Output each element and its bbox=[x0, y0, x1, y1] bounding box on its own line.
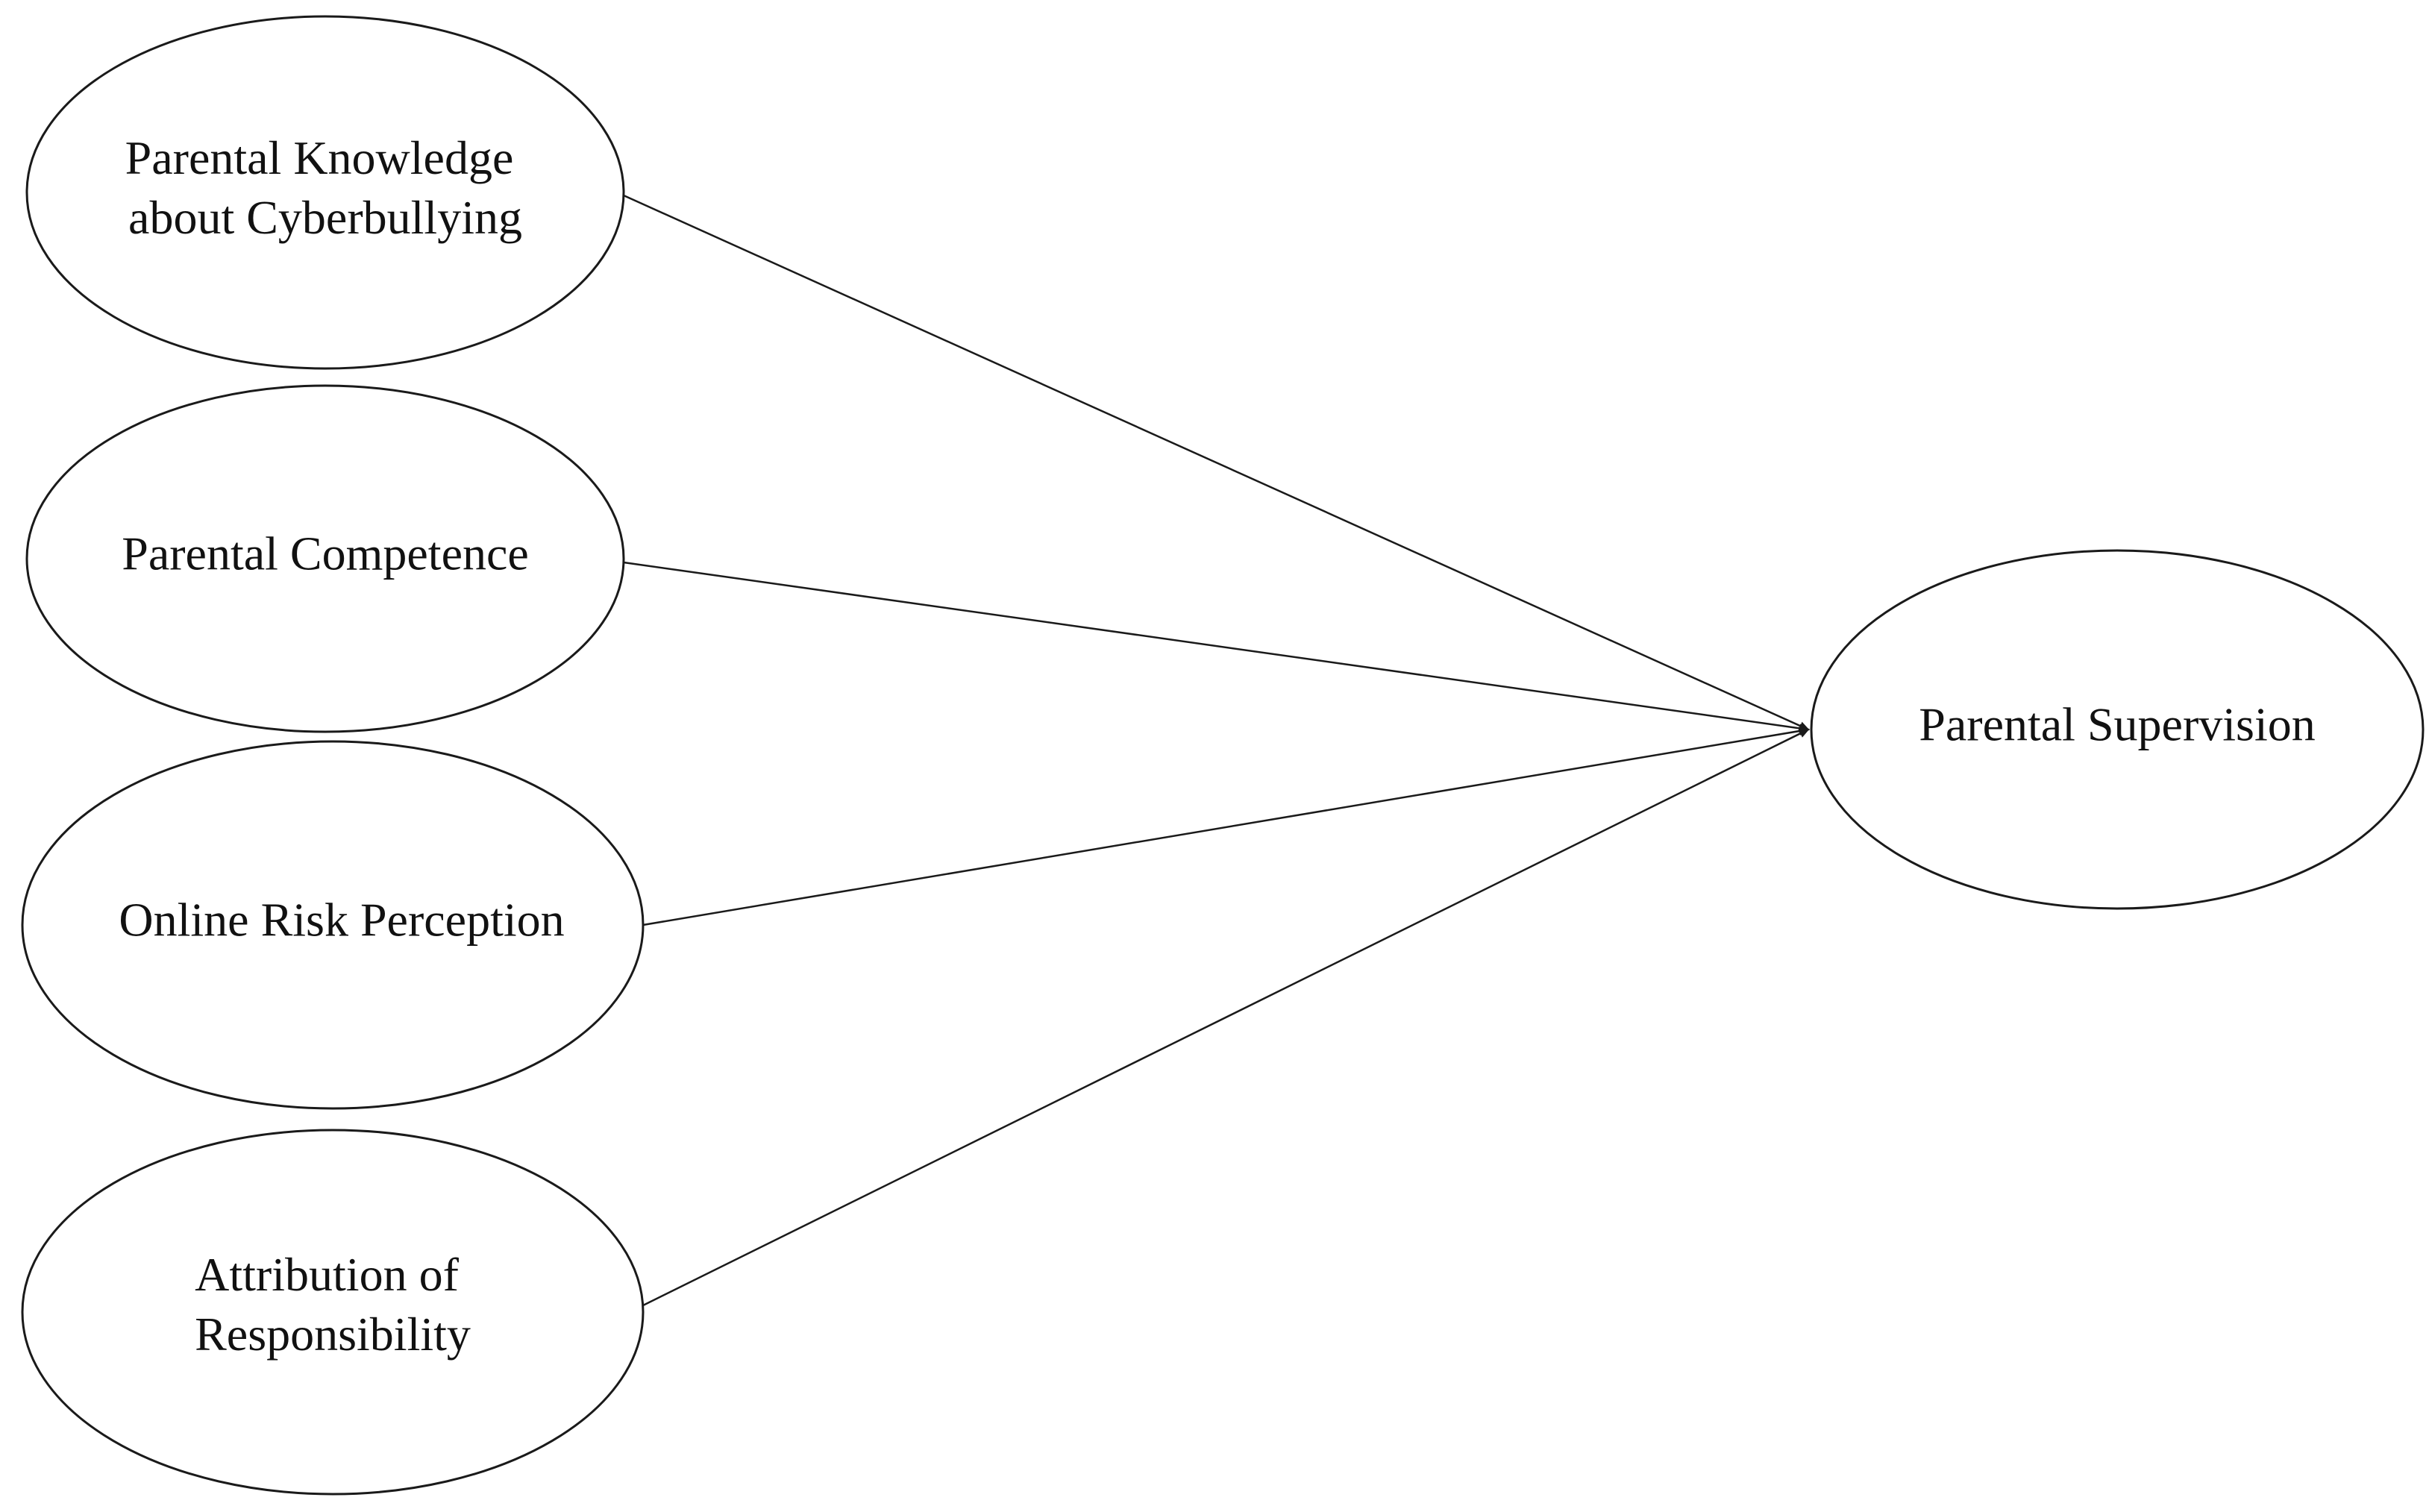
node-attribution-line-1: Attribution of bbox=[195, 1248, 459, 1301]
node-attribution-of-responsibility-ellipse bbox=[21, 1129, 645, 1496]
node-online-risk-perception-ellipse bbox=[21, 740, 645, 1110]
node-parental-knowledge: Parental Knowledge about Cyberbullying bbox=[25, 15, 625, 370]
node-parental-knowledge-label: Parental Knowledge about Cyberbullying bbox=[125, 131, 526, 244]
node-parental-supervision-ellipse bbox=[1810, 549, 2425, 910]
node-parental-knowledge-line-2: about Cyberbullying bbox=[128, 191, 522, 244]
node-attribution-of-responsibility-label: Attribution of Responsibility bbox=[195, 1248, 471, 1361]
edge-knowledge-to-supervision bbox=[623, 194, 1810, 731]
node-parental-competence-ellipse bbox=[25, 384, 625, 733]
node-parental-knowledge-ellipse bbox=[25, 15, 625, 370]
edges-group bbox=[623, 194, 1810, 1307]
edge-competence-to-supervision bbox=[623, 561, 1810, 733]
edge-risk-to-supervision bbox=[642, 727, 1810, 926]
node-parental-supervision-label: Parental Supervision bbox=[1919, 698, 2315, 751]
node-parental-supervision: Parental Supervision bbox=[1810, 549, 2425, 910]
node-attribution-of-responsibility: Attribution of Responsibility bbox=[21, 1129, 645, 1496]
node-online-risk-perception: Online Risk Perception bbox=[21, 740, 645, 1110]
edge-attribution-to-supervision bbox=[642, 728, 1810, 1307]
node-attribution-line-2: Responsibility bbox=[195, 1308, 471, 1361]
node-parental-competence: Parental Competence bbox=[25, 384, 625, 733]
node-online-risk-perception-label: Online Risk Perception bbox=[119, 894, 564, 947]
node-parental-competence-label: Parental Competence bbox=[122, 527, 529, 580]
node-parental-knowledge-line-1: Parental Knowledge bbox=[125, 131, 514, 184]
